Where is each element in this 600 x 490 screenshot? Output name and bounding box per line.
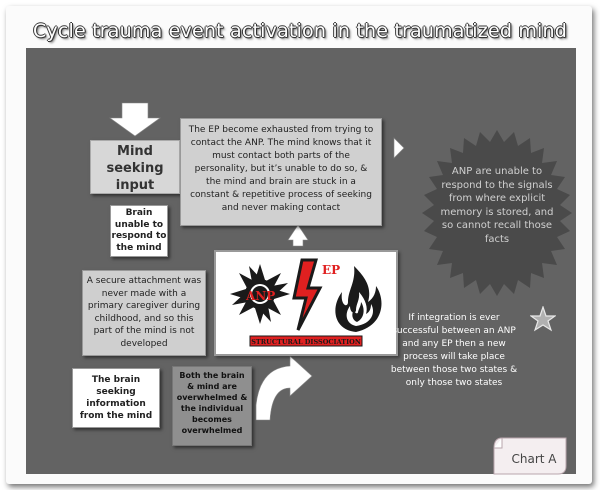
chart-tag-shape <box>493 437 567 475</box>
secure-attachment-text: A secure attachment was never made with … <box>86 276 202 349</box>
anp-unable-starburst <box>422 130 572 296</box>
down-arrow-left <box>109 102 161 137</box>
brain-seeking-text: The brain seeking information from the m… <box>79 375 153 421</box>
structural-dissociation-logo: ANP EP STRUCTURAL DISSOCIATION <box>214 250 398 356</box>
anp-unable-text: ANP are unable to respond to the signals… <box>440 166 554 245</box>
caption-banner <box>249 335 363 347</box>
logo-graphic: ANP EP STRUCTURAL DISSOCIATION <box>230 258 382 347</box>
overwhelmed-text: Both the brain & mind are overwhelmed & … <box>176 371 248 435</box>
lightning-icon <box>292 258 323 331</box>
ep-exhausted-box: The EP become exhausted from trying to c… <box>180 118 382 226</box>
up-arrow-center <box>287 224 309 247</box>
ep-exhausted-text: The EP become exhausted from trying to c… <box>188 125 374 213</box>
right-arrow-top <box>393 137 405 159</box>
brain-unable-text: Brain unable to respond to the mind <box>111 208 167 253</box>
anp-unable-text-wrap: ANP are unable to respond to the signals… <box>438 165 556 265</box>
mind-seeking-text: Mind seeking input <box>106 144 164 193</box>
flame-icon <box>335 266 382 332</box>
page-title: Cycle trauma event activation in the tra… <box>32 20 568 42</box>
chart-tag-label: Chart A <box>511 452 557 466</box>
mind-seeking-box: Mind seeking input <box>90 140 180 194</box>
integration-text-wrap: If integration is ever successful betwee… <box>386 312 522 392</box>
star-icon <box>530 306 556 332</box>
logo-caption: STRUCTURAL DISSOCIATION <box>251 338 361 346</box>
curved-up-arrow <box>255 355 313 421</box>
anp-label: ANP <box>245 289 275 303</box>
integration-text: If integration is ever successful betwee… <box>390 313 518 388</box>
ep-label: EP <box>322 263 340 277</box>
sun-icon <box>230 264 290 324</box>
brain-unable-box: Brain unable to respond to the mind <box>110 205 168 257</box>
secure-attachment-box: A secure attachment was never made with … <box>82 270 206 356</box>
brain-seeking-box: The brain seeking information from the m… <box>72 368 160 428</box>
overwhelmed-box: Both the brain & mind are overwhelmed & … <box>172 366 252 446</box>
